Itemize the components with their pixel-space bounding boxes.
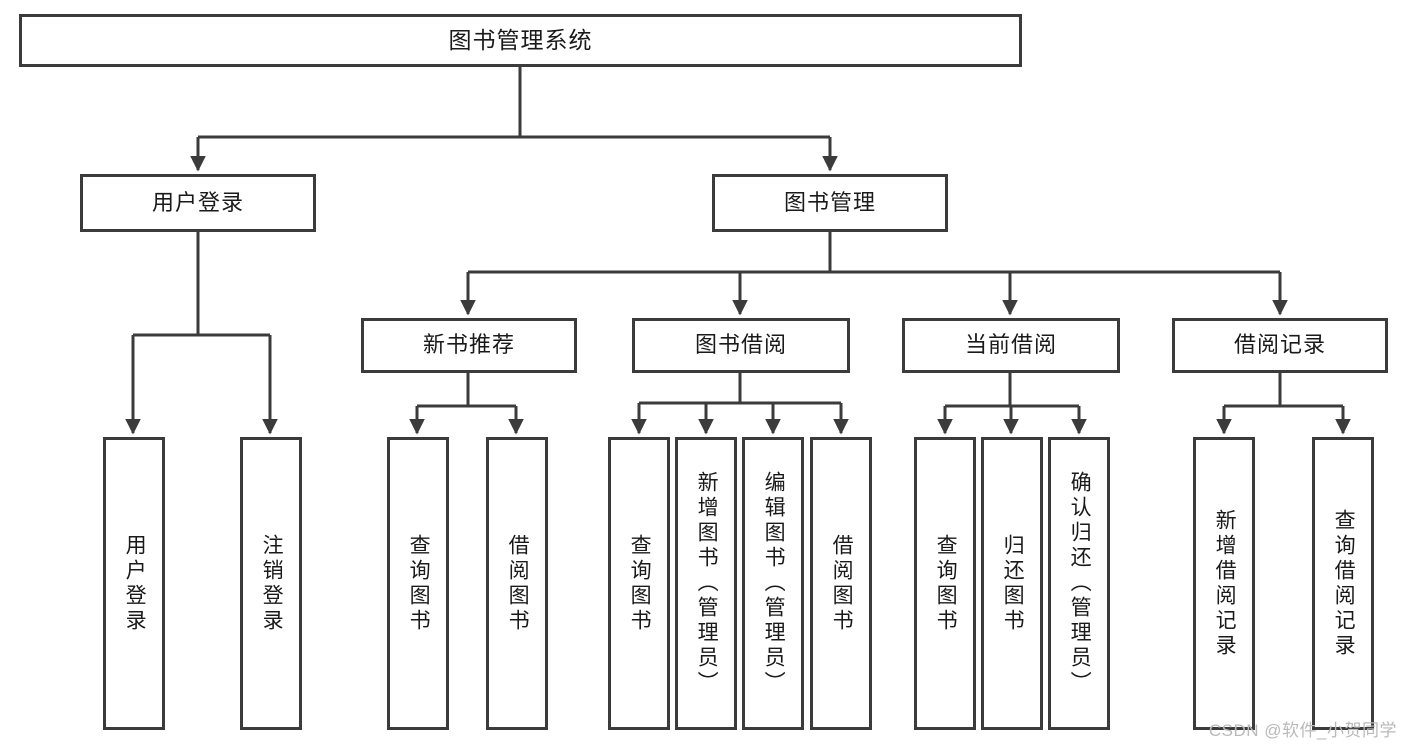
node-label: 查询图书 xyxy=(628,533,652,634)
node-root-system[interactable]: 图书管理系统 xyxy=(19,14,1022,67)
node-label: 当前借阅 xyxy=(964,332,1057,358)
node-new-book-recommend[interactable]: 新书推荐 xyxy=(361,318,577,373)
node-label: 注销登录 xyxy=(260,533,284,634)
leaf-borrow-book-recommend[interactable]: 借阅图书 xyxy=(486,437,548,730)
node-borrow-record[interactable]: 借阅记录 xyxy=(1172,318,1388,373)
node-label: 借阅记录 xyxy=(1233,332,1326,358)
leaf-edit-book-admin[interactable]: 编辑图书（管理员） xyxy=(742,437,804,730)
node-label: 新书推荐 xyxy=(422,332,515,358)
node-label: 新增图书（管理员） xyxy=(695,471,719,696)
node-label: 图书管理系统 xyxy=(448,26,593,53)
node-book-borrow[interactable]: 图书借阅 xyxy=(632,318,850,373)
node-label: 用户登录 xyxy=(151,189,244,215)
node-label: 查询图书 xyxy=(407,533,431,634)
node-user-login[interactable]: 用户登录 xyxy=(80,174,316,232)
node-book-management[interactable]: 图书管理 xyxy=(712,174,948,232)
node-label: 新增借阅记录 xyxy=(1213,508,1237,659)
leaf-query-book-recommend[interactable]: 查询图书 xyxy=(387,437,449,730)
leaf-add-book-admin[interactable]: 新增图书（管理员） xyxy=(675,437,737,730)
node-label: 确认归还（管理员） xyxy=(1068,471,1092,696)
leaf-user-login[interactable]: 用户登录 xyxy=(103,437,165,730)
node-label: 编辑图书（管理员） xyxy=(762,471,786,696)
csdn-watermark: CSDN @软件_小贺同学 xyxy=(1208,721,1397,740)
node-label: 查询图书 xyxy=(934,533,958,634)
node-label: 图书管理 xyxy=(783,189,876,215)
leaf-return-book[interactable]: 归还图书 xyxy=(981,437,1043,730)
node-label: 图书借阅 xyxy=(694,332,787,358)
leaf-query-borrow-record[interactable]: 查询借阅记录 xyxy=(1312,437,1374,730)
node-label: 借阅图书 xyxy=(830,533,854,634)
leaf-add-borrow-record[interactable]: 新增借阅记录 xyxy=(1193,437,1255,730)
leaf-query-book-current[interactable]: 查询图书 xyxy=(914,437,976,730)
leaf-user-logout[interactable]: 注销登录 xyxy=(240,437,302,730)
leaf-borrow-book[interactable]: 借阅图书 xyxy=(810,437,872,730)
node-current-borrow[interactable]: 当前借阅 xyxy=(902,318,1120,373)
leaf-query-book-borrow[interactable]: 查询图书 xyxy=(608,437,670,730)
node-label: 借阅图书 xyxy=(506,533,530,634)
leaf-confirm-return-admin[interactable]: 确认归还（管理员） xyxy=(1048,437,1110,730)
node-label: 归还图书 xyxy=(1001,533,1025,634)
node-label: 查询借阅记录 xyxy=(1332,508,1356,659)
node-label: 用户登录 xyxy=(123,533,147,634)
